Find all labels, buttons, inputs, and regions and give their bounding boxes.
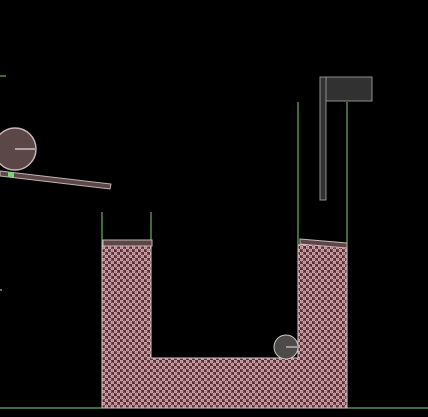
ball-submerged[interactable] xyxy=(274,335,298,359)
flag-pole xyxy=(320,77,326,200)
ramp-anchor xyxy=(8,172,14,177)
flag-body[interactable] xyxy=(320,77,372,200)
ball-left[interactable] xyxy=(0,128,36,170)
left-fluid-surface-cap xyxy=(103,240,152,246)
fluid-container[interactable] xyxy=(102,245,347,408)
ramp-plank[interactable] xyxy=(0,171,111,189)
flag-cloth xyxy=(326,77,372,101)
